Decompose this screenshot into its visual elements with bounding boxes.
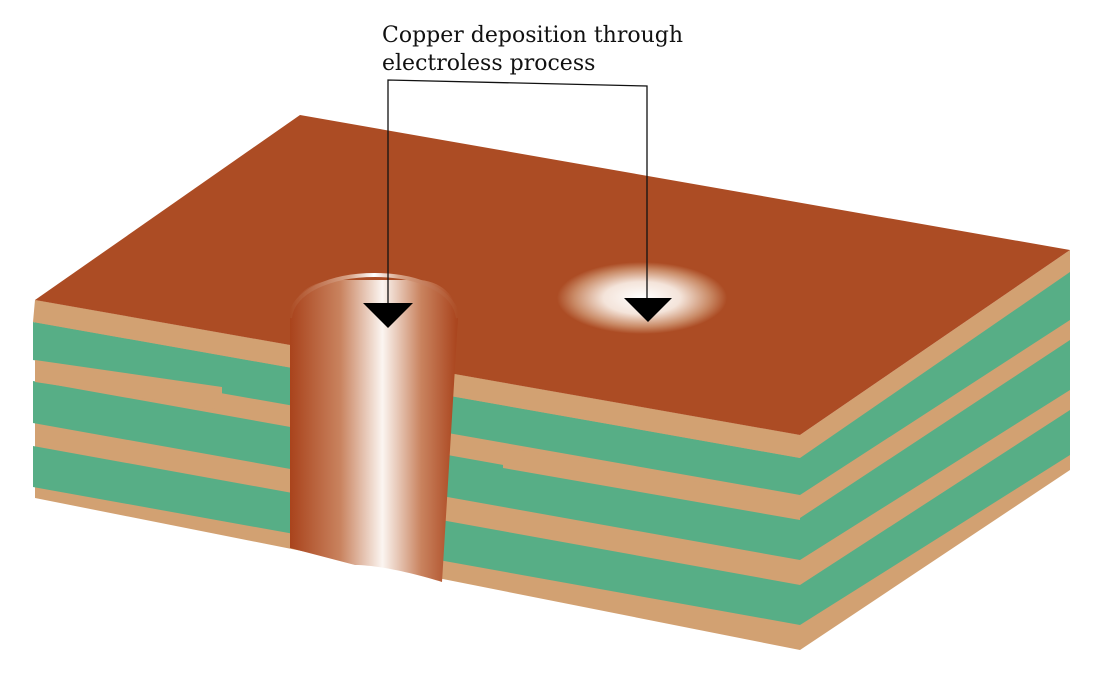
callout-leader bbox=[363, 79, 672, 328]
side-face-layers bbox=[800, 250, 1070, 650]
via-barrel bbox=[290, 280, 458, 582]
callout-label-line-2: electroless process bbox=[382, 51, 596, 76]
side-core-layer-2 bbox=[800, 340, 1070, 560]
plated-through-hole-cutaway bbox=[288, 272, 460, 582]
arrowhead-drilled-hole bbox=[624, 298, 672, 322]
leader-line bbox=[387, 79, 648, 307]
top-copper-surface bbox=[35, 115, 1070, 435]
arrowhead-via-barrel bbox=[363, 303, 413, 328]
callout-label: Copper deposition through electroless pr… bbox=[382, 22, 742, 78]
inner-copper-trace-left bbox=[35, 360, 222, 410]
side-core-layer-3 bbox=[800, 410, 1070, 625]
callout-label-line-1: Copper deposition through bbox=[382, 23, 684, 48]
via-rim bbox=[288, 272, 460, 319]
side-core-layer-1 bbox=[800, 272, 1070, 495]
inner-copper-trace-right bbox=[503, 447, 800, 520]
